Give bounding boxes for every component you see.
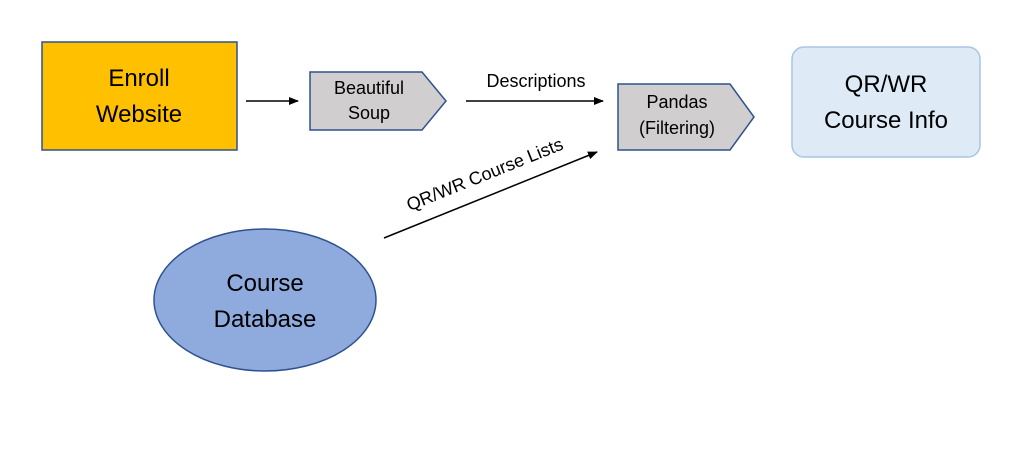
pandas-shape xyxy=(617,83,755,151)
qr-wr-course-info-node: QR/WR Course Info xyxy=(791,46,981,158)
course-database-label-line2: Database xyxy=(214,306,317,333)
beautiful-soup-label-line1: Beautiful xyxy=(334,78,404,98)
course-database-ellipse xyxy=(153,228,377,372)
pandas-label-line1: Pandas xyxy=(646,92,707,112)
descriptions-edge-label: Descriptions xyxy=(486,71,585,91)
beautiful-soup-shape xyxy=(309,71,447,131)
enroll-website-box xyxy=(41,41,238,151)
enroll-website-node: Enroll Website xyxy=(41,41,238,151)
enroll-website-label-line2: Website xyxy=(96,101,182,128)
qr-wr-course-info-box xyxy=(791,46,981,158)
qr-wr-course-info-label-line2: Course Info xyxy=(824,107,948,134)
enroll-website-label-line1: Enroll xyxy=(108,65,169,92)
pandas-node: Pandas (Filtering) xyxy=(617,83,755,151)
course-database-node: Course Database xyxy=(153,228,377,372)
beautiful-soup-node: Beautiful Soup xyxy=(309,71,447,131)
qr-wr-course-info-label-line1: QR/WR xyxy=(845,71,928,98)
course-database-label-line1: Course xyxy=(226,270,303,297)
pandas-label-line2: (Filtering) xyxy=(639,118,715,138)
beautiful-soup-label-line2: Soup xyxy=(348,103,390,123)
arrow-database-to-pandas xyxy=(383,151,598,239)
